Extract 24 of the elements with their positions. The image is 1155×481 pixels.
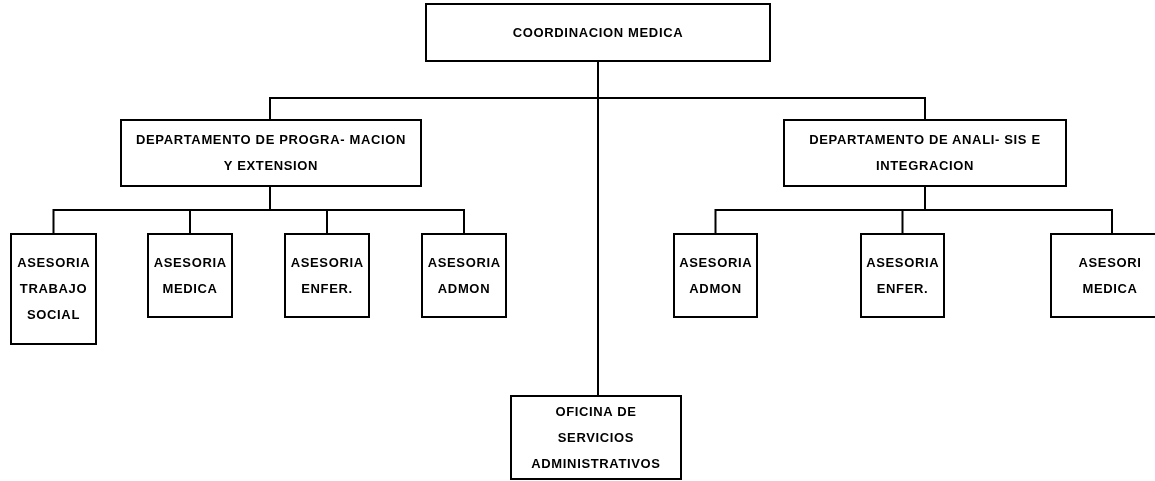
org-box	[10, 233, 97, 345]
box-label: ASESORIA ADMON	[427, 253, 501, 298]
org-box	[860, 233, 945, 318]
connector-line	[597, 61, 599, 396]
box-label: ASESORIA MEDICA	[153, 253, 227, 298]
org-box	[147, 233, 233, 318]
box-label: COORDINACION MEDICA	[512, 23, 684, 42]
org-box	[421, 233, 507, 318]
org-box	[284, 233, 370, 318]
box-label: ASESORIA ENFER.	[290, 253, 364, 298]
org-box	[783, 119, 1067, 187]
box-label: ASESORIA ENFER.	[866, 253, 939, 298]
box-label: ASESORIA ADMON	[679, 253, 752, 298]
box-label: ASESORI MEDICA	[1077, 253, 1143, 298]
org-box	[673, 233, 758, 318]
box-label: ASESORIA TRABAJO SOCIAL	[17, 254, 90, 324]
connector-line	[269, 186, 465, 234]
box-label: OFICINA DE SERVICIOS ADMINISTRATIVOS	[530, 402, 662, 473]
org-box	[425, 3, 771, 62]
org-box	[1050, 233, 1155, 318]
box-label: DEPARTAMENTO DE PROGRA- MACION Y EXTENSION	[134, 131, 408, 175]
org-box	[120, 119, 422, 187]
org-box	[510, 395, 682, 480]
box-label: DEPARTAMENTO DE ANALI- SIS E INTEGRACION	[808, 131, 1042, 175]
